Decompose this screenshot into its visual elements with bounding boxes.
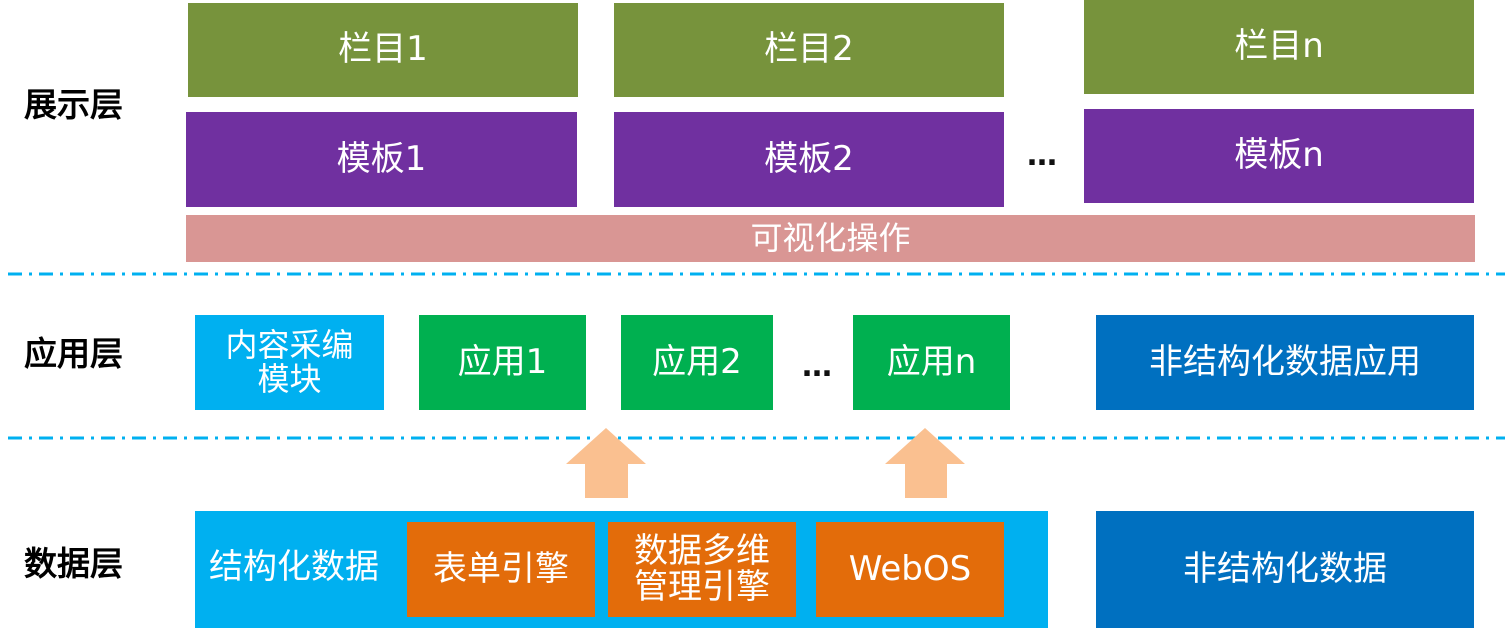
layer-label-data: 数据层	[24, 544, 123, 583]
layer-label-presentation: 展示层	[24, 85, 123, 124]
layer-label-application: 应用层	[24, 334, 123, 373]
app-box-2: 应用2	[621, 315, 773, 410]
template-box-1: 模板1	[186, 112, 577, 207]
application-ellipsis: …	[802, 349, 832, 384]
multidim-engine-box: 数据多维 管理引擎	[608, 522, 796, 617]
presentation-ellipsis: …	[1027, 138, 1057, 173]
visual-ops-bar: 可视化操作	[186, 215, 1475, 262]
column-box-1: 栏目1	[188, 3, 578, 97]
multidim-engine-line-2: 管理引擎	[634, 566, 770, 607]
column-box-2: 栏目2	[614, 3, 1004, 97]
up-arrow-right	[885, 428, 965, 498]
app-box-n: 应用n	[853, 315, 1010, 410]
template-box-2: 模板2	[614, 112, 1004, 207]
unstructured-app-box: 非结构化数据应用	[1096, 315, 1474, 410]
multidim-engine-line-1: 数据多维	[634, 530, 770, 571]
structured-data-label: 结构化数据	[209, 547, 379, 587]
unstructured-data-box: 非结构化数据	[1096, 511, 1474, 628]
content-module-line-2: 模块	[257, 359, 322, 398]
form-engine-box: 表单引擎	[407, 522, 595, 617]
content-module-box: 内容采编 模块	[195, 315, 384, 410]
webos-box: WebOS	[816, 522, 1004, 617]
app-box-1: 应用1	[419, 315, 586, 410]
column-box-n: 栏目n	[1084, 0, 1474, 94]
content-module-line-1: 内容采编	[225, 325, 354, 364]
up-arrow-left	[566, 428, 646, 498]
template-box-n: 模板n	[1084, 109, 1474, 203]
